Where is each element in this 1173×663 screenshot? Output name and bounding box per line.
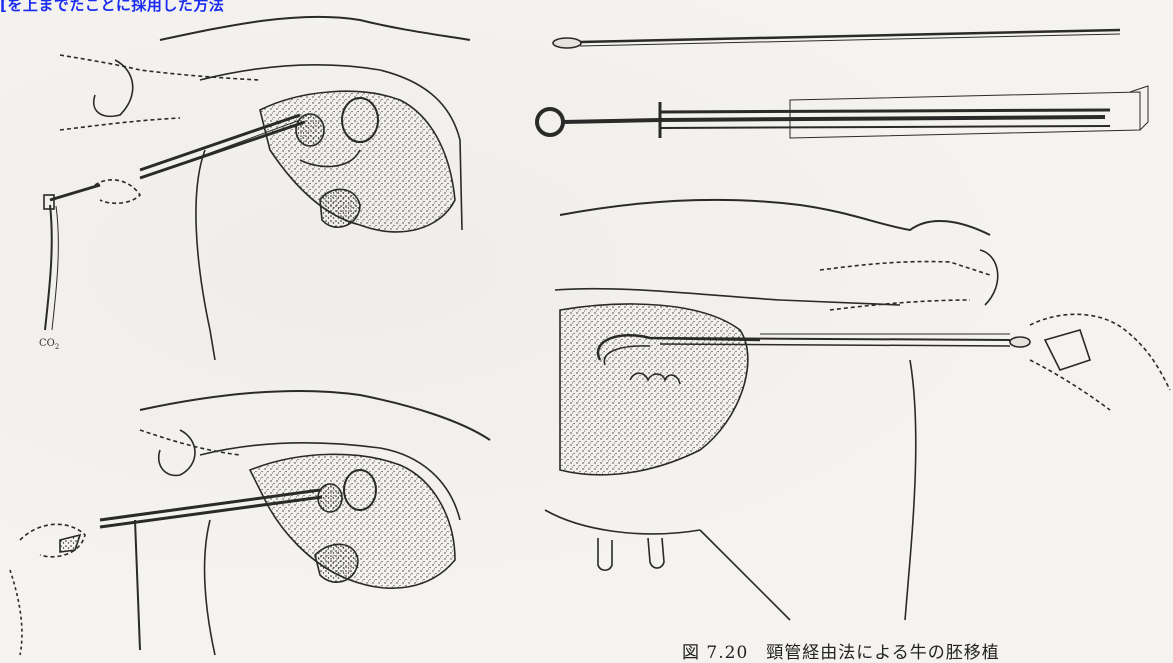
illustration-bottom-left bbox=[10, 391, 490, 655]
illustration-instruments bbox=[537, 30, 1148, 138]
illustration-cervical-transfer bbox=[545, 200, 1170, 620]
figure-caption: 図 7.20 頸管経由法による牛の胚移植 bbox=[682, 638, 1000, 663]
illustration-top-left bbox=[44, 17, 470, 360]
gas-label: CO2 bbox=[39, 338, 59, 351]
